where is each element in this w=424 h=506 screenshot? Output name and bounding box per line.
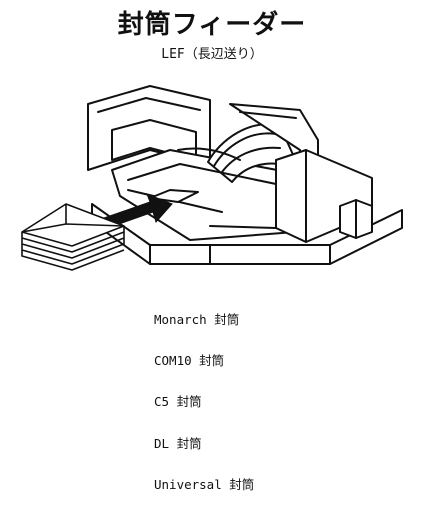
envelope-types-list: Monarch 封筒 COM10 封筒 C5 封筒 DL 封筒 Universa… bbox=[154, 285, 254, 506]
paper-guide bbox=[207, 123, 301, 183]
envelope-type-item: Monarch 封筒 bbox=[154, 311, 240, 327]
envelope-stack bbox=[21, 203, 125, 271]
envelope-type-item: COM10 封筒 bbox=[154, 352, 225, 368]
envelope-feeder-illustration bbox=[21, 85, 403, 271]
envelope-type-item: Universal 封筒 bbox=[154, 477, 255, 493]
envelope-type-item: DL 封筒 bbox=[154, 435, 202, 451]
feed-direction-subtitle: LEF（長辺送り） bbox=[161, 47, 263, 62]
page-title: 封筒フィーダー bbox=[117, 10, 307, 40]
envelope-type-item: C5 封筒 bbox=[154, 394, 202, 410]
